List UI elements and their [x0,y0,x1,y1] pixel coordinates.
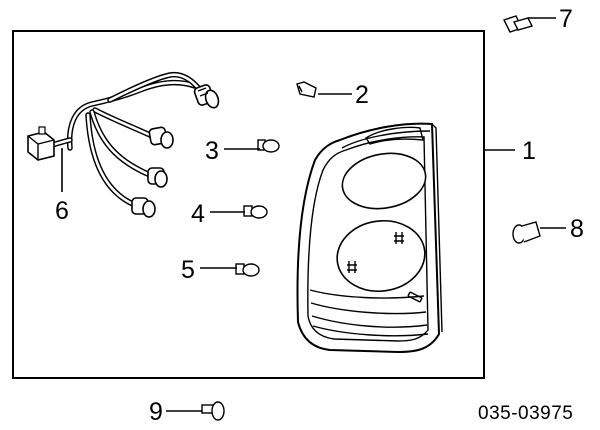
callout-5: 5 [181,256,195,284]
tail-lamp-assembly [296,122,443,354]
socket-2 [148,126,174,149]
assembly-frame [12,30,485,379]
wiring-harness [27,71,220,218]
screw-part-9 [201,401,225,421]
bulb-part-5 [235,263,260,277]
callout-4: 4 [191,200,205,228]
clip-part-7 [503,15,534,33]
callout-6: 6 [55,197,69,225]
drawing-code: 035-03975 [478,403,573,424]
bulb-part-2 [296,81,317,98]
callout-1: 1 [522,137,536,165]
callout-7: 7 [559,5,573,33]
callout-9: 9 [149,398,163,426]
socket-top [193,84,220,109]
bulb-part-3 [257,139,280,153]
callout-2: 2 [355,81,369,109]
bulb-part-4 [243,205,268,219]
socket-3 [147,167,168,188]
callout-8: 8 [570,215,584,243]
leader-lines [61,17,566,412]
socket-4 [131,197,156,218]
clip-part-8 [512,221,541,244]
harness-connector [27,126,55,161]
callout-3: 3 [205,137,219,165]
